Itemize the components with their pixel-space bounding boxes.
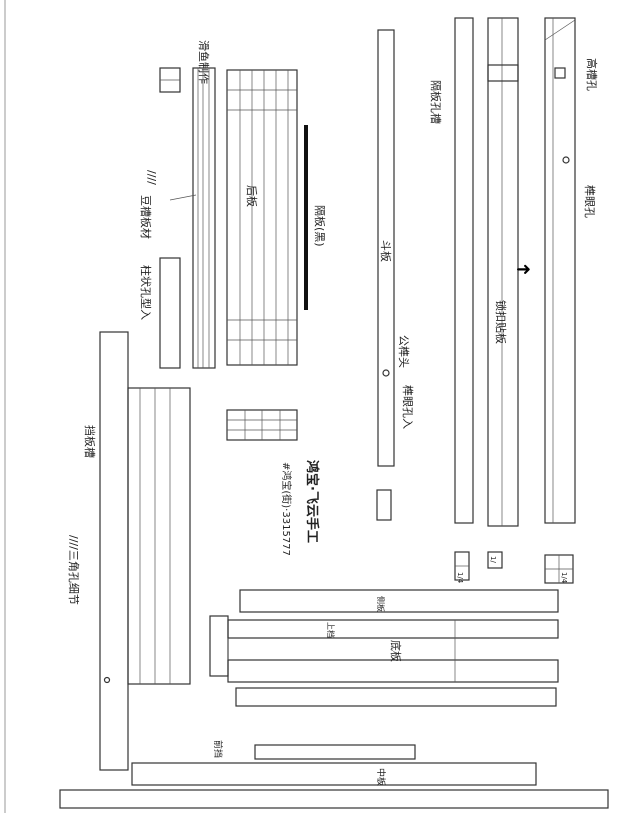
lock-board-label: 锁扣贴板 bbox=[494, 300, 508, 344]
bucket-board-part bbox=[377, 29, 395, 467]
small-mark-1: 1/4 bbox=[456, 572, 464, 584]
bottom-boards bbox=[59, 589, 609, 809]
small-mark-2: 1/ bbox=[489, 556, 497, 563]
small-mark-3: 1/4 bbox=[560, 572, 568, 584]
back-board-part bbox=[226, 69, 298, 366]
slash-marks: //// bbox=[145, 170, 158, 185]
mortise-hole-label: 榫眼孔入 bbox=[401, 385, 415, 429]
side-board-label: 侧板 bbox=[376, 596, 386, 612]
contact-label: #鸿宝(街)·3315777 bbox=[280, 462, 293, 556]
high-slot-label: 高槽孔 bbox=[585, 58, 599, 91]
upper-rail-label: 上档 bbox=[326, 622, 336, 638]
title-label: 滑鱼制作 bbox=[197, 40, 211, 84]
tenon-head-label: 公榫头 bbox=[397, 335, 411, 368]
column-part bbox=[159, 257, 181, 369]
small-block bbox=[376, 489, 392, 521]
front-rail-label: 前挡 bbox=[212, 740, 224, 758]
brand-label: 鸿宝·飞云手工 bbox=[304, 460, 320, 543]
arrow-icon: ➜ bbox=[516, 259, 531, 280]
groove-board-part bbox=[192, 67, 216, 369]
bucket-board-label: 斗板 bbox=[379, 240, 393, 262]
triangle-detail-label: ////三角孔细节 bbox=[67, 535, 80, 605]
small-grid-part bbox=[226, 409, 298, 441]
partition-black-label: 隔板(黑) bbox=[313, 205, 327, 247]
bottom-board-label: 底板 bbox=[389, 640, 403, 662]
partition-slot-label: 隔板孔槽 bbox=[429, 80, 443, 124]
column-hole-label: 柱状孔型入 bbox=[139, 265, 153, 320]
back-board-label: 后板 bbox=[245, 185, 259, 207]
stop-slot-label: 挡板槽 bbox=[83, 425, 97, 458]
groove-board-label: 豆槽板材 bbox=[139, 195, 153, 239]
small-block bbox=[159, 67, 181, 93]
long-rails bbox=[454, 17, 576, 527]
small-marks bbox=[454, 551, 574, 584]
mortise-label: 榫眼孔 bbox=[583, 185, 597, 218]
middle-board-label: 中板 bbox=[375, 768, 387, 786]
stop-board-part bbox=[99, 331, 191, 771]
